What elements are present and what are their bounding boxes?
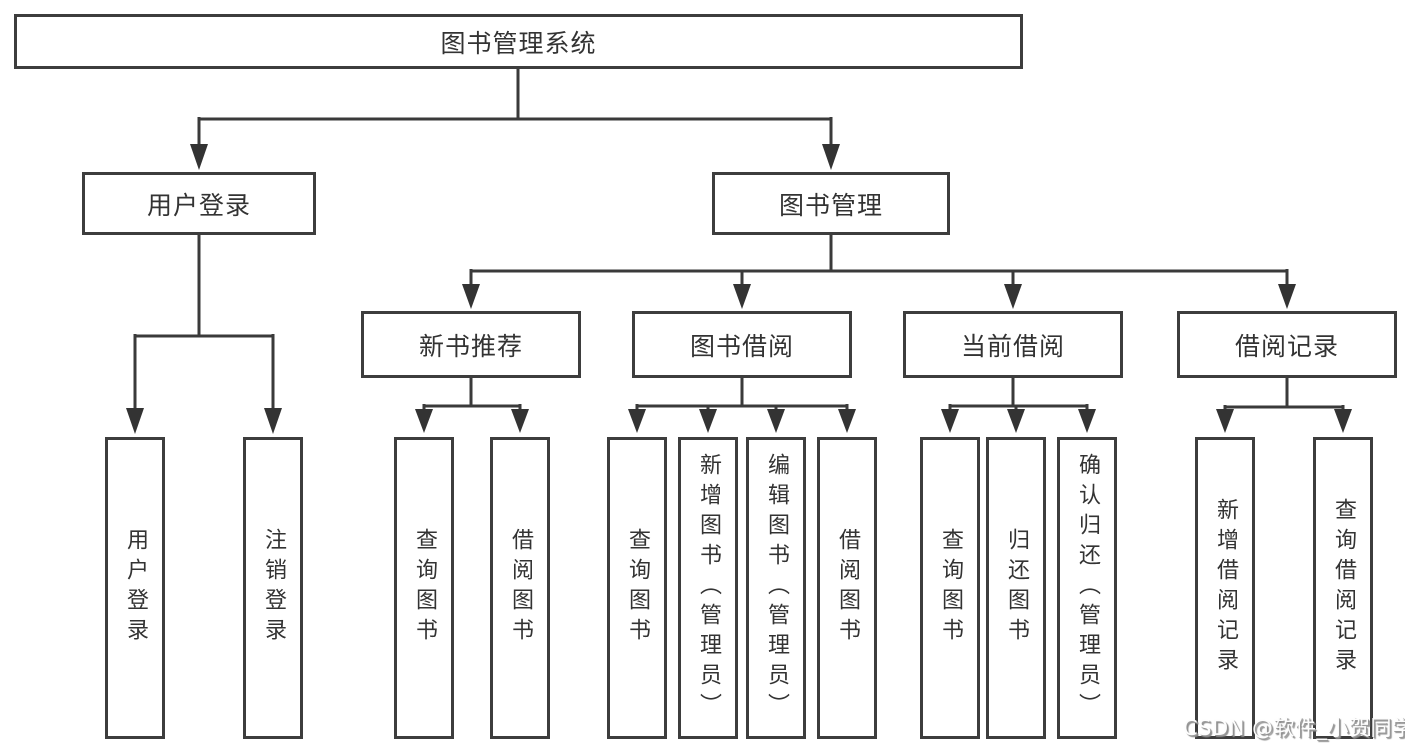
leaf-add-borrowing-record: 新增借阅记录 [1195, 437, 1255, 739]
node-book-borrowing: 图书借阅 [632, 311, 852, 378]
leaf-query-books-recommend: 查询图书 [394, 437, 454, 739]
node-root: 图书管理系统 [14, 14, 1023, 69]
leaf-confirm-return-admin: 确认归还（管理员） [1057, 437, 1117, 739]
leaf-logout: 注销登录 [243, 437, 303, 739]
node-user-login: 用户登录 [82, 172, 316, 235]
node-borrowing-records: 借阅记录 [1177, 311, 1397, 378]
leaf-edit-book-admin: 编辑图书（管理员） [746, 437, 806, 739]
leaf-user-login: 用户登录 [105, 437, 165, 739]
leaf-borrow-books-borrowing: 借阅图书 [817, 437, 877, 739]
leaf-add-book-admin: 新增图书（管理员） [678, 437, 738, 739]
watermark: CSDN @软件_小贺同学 [1183, 716, 1405, 740]
node-book-management: 图书管理 [712, 172, 950, 235]
node-current-borrowing: 当前借阅 [903, 311, 1123, 378]
leaf-query-books-current: 查询图书 [920, 437, 980, 739]
node-new-book-recommendation: 新书推荐 [361, 311, 581, 378]
leaf-query-borrowing-record: 查询借阅记录 [1313, 437, 1373, 739]
leaf-borrow-books-recommend: 借阅图书 [490, 437, 550, 739]
leaf-query-books-borrowing: 查询图书 [607, 437, 667, 739]
leaf-return-books: 归还图书 [986, 437, 1046, 739]
